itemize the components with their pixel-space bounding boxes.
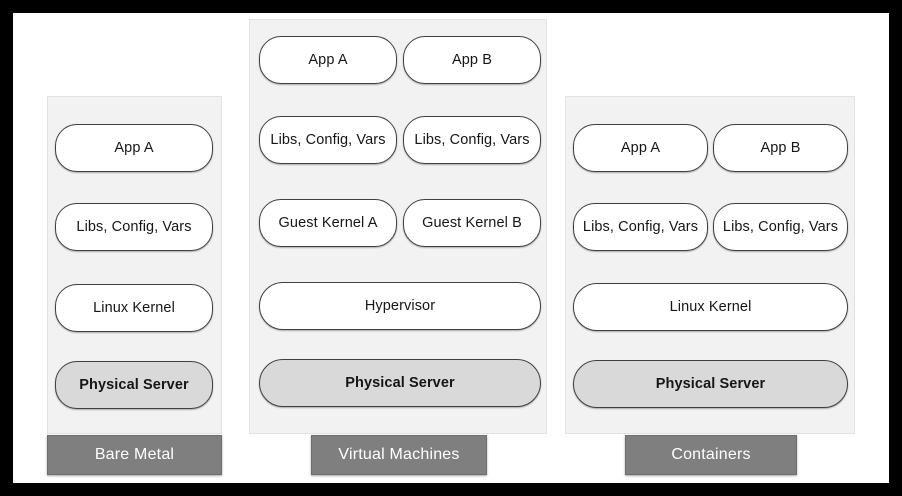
node-bare-metal-libs: Libs, Config, Vars	[55, 203, 213, 251]
node-vm-physical-server: Physical Server	[259, 359, 541, 407]
node-containers-libs-a: Libs, Config, Vars	[573, 203, 708, 251]
node-containers-libs-b: Libs, Config, Vars	[713, 203, 848, 251]
node-vm-hypervisor: Hypervisor	[259, 282, 541, 330]
category-label-virtual-machines: Virtual Machines	[311, 435, 487, 475]
node-vm-app-a: App A	[259, 36, 397, 84]
node-containers-app-b: App B	[713, 124, 848, 172]
figure-canvas: App A Libs, Config, Vars Linux Kernel Ph…	[13, 13, 889, 483]
node-containers-app-a: App A	[573, 124, 708, 172]
node-containers-physical-server: Physical Server	[573, 360, 848, 408]
node-vm-libs-a: Libs, Config, Vars	[259, 116, 397, 164]
node-bare-metal-physical-server: Physical Server	[55, 361, 213, 409]
node-vm-app-b: App B	[403, 36, 541, 84]
node-vm-libs-b: Libs, Config, Vars	[403, 116, 541, 164]
node-vm-guest-kernel-b: Guest Kernel B	[403, 199, 541, 247]
node-containers-linux-kernel: Linux Kernel	[573, 283, 848, 331]
category-label-bare-metal: Bare Metal	[47, 435, 222, 475]
node-bare-metal-app-a: App A	[55, 124, 213, 172]
node-vm-guest-kernel-a: Guest Kernel A	[259, 199, 397, 247]
node-bare-metal-linux-kernel: Linux Kernel	[55, 284, 213, 332]
category-label-containers: Containers	[625, 435, 797, 475]
